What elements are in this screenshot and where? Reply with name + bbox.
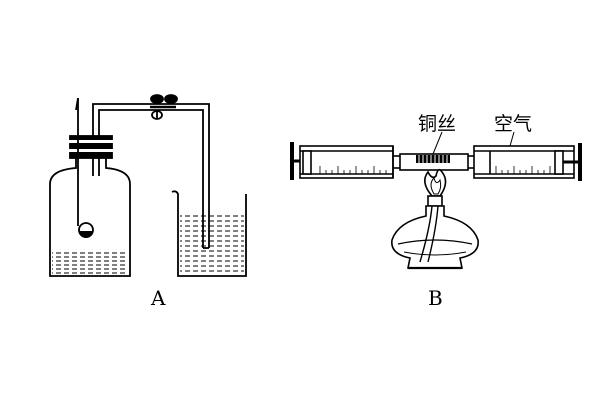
copper-wire [416,155,450,163]
label-a: A [150,286,166,310]
beaker-water [180,213,244,274]
alcohol-lamp [391,205,479,269]
rubber-stopper [69,135,113,159]
flame [424,168,447,197]
left-syringe [290,142,400,180]
right-syringe [468,143,582,181]
wick-holder [427,195,443,207]
label-air: 空气 [494,113,532,135]
delivery-tube [92,103,210,248]
apparatus-a [49,94,247,277]
bottle [49,156,131,277]
beaker [171,190,247,277]
glass-tube [399,153,469,171]
bottle-liquid [52,252,128,274]
label-b: B [428,286,443,310]
wick [419,205,433,263]
label-copper-wire: 铜丝 [418,113,456,135]
apparatus-b [290,131,582,270]
spring-clamp [150,94,178,120]
